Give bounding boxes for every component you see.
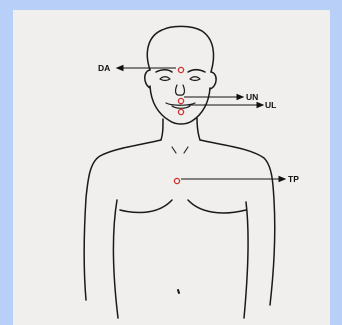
un-arrowhead: [237, 95, 243, 100]
neck-right: [197, 118, 200, 140]
tp-arrowhead: [279, 177, 285, 182]
navel: [178, 290, 179, 293]
neck-left: [161, 119, 163, 140]
left-eye: [160, 77, 170, 81]
right-eye: [190, 77, 200, 81]
right-shoulder: [200, 140, 275, 305]
label-ul: UL: [265, 101, 276, 110]
da-arrowhead: [117, 66, 123, 71]
left-clavicle: [172, 147, 176, 153]
left-ear: [145, 70, 150, 88]
ul-arrowhead: [257, 103, 263, 108]
label-un: UN: [246, 93, 258, 102]
lower-lip: [172, 106, 190, 108]
un-point-marker: [178, 98, 183, 103]
left-arm-inner: [113, 200, 118, 318]
head-outline: [147, 26, 213, 72]
tp-point-marker: [174, 178, 179, 183]
right-ear: [210, 72, 216, 89]
right-arm-inner: [244, 202, 248, 318]
left-shoulder: [84, 140, 161, 300]
left-pectoral: [120, 200, 172, 213]
right-clavicle: [184, 147, 188, 153]
ul-point-marker: [178, 109, 183, 114]
label-tp: TP: [288, 175, 299, 184]
da-point-marker: [178, 67, 183, 72]
label-da: DA: [98, 64, 110, 73]
right-eyebrow: [188, 70, 205, 72]
nose: [176, 85, 185, 95]
right-pectoral: [188, 200, 246, 213]
left-eyebrow: [156, 70, 172, 72]
